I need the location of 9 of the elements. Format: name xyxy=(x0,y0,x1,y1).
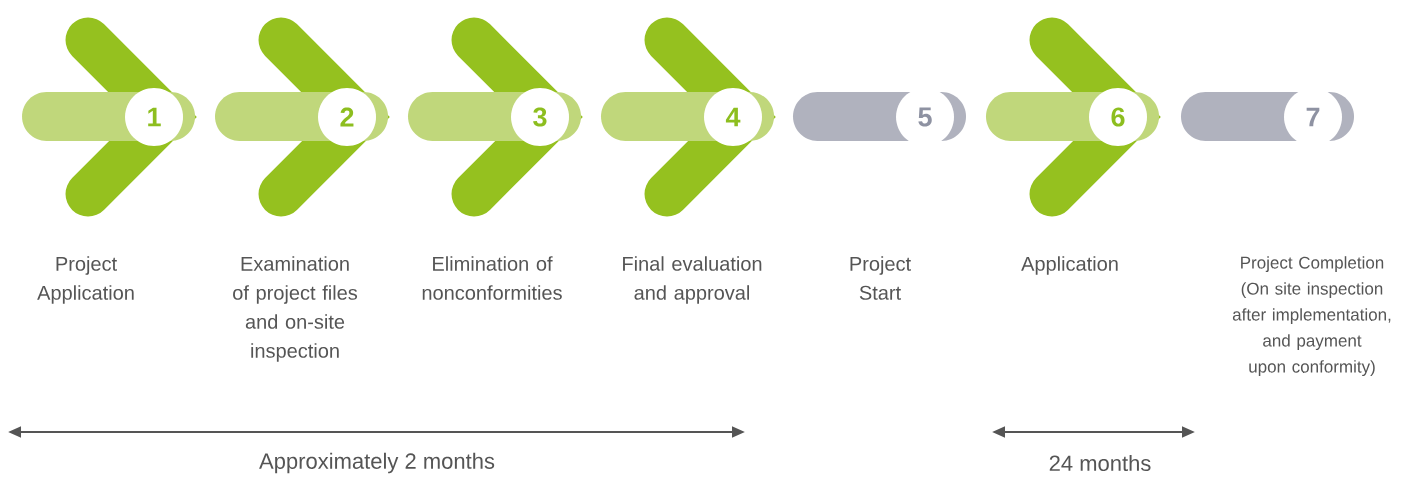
step-description: Elimination of nonconformities xyxy=(422,256,562,300)
step-description: Final evaluation and approval xyxy=(623,256,762,304)
step-description: Examination of project files and on-site inspection xyxy=(233,256,358,362)
duration-label: Approximately 2 months xyxy=(259,452,495,474)
duration-label: 24 months xyxy=(1049,454,1151,472)
step-description: Application xyxy=(1021,256,1118,275)
step-description: Project Completion (On site inspection after implementation, and payment upon conformity) xyxy=(1232,256,1391,377)
step-description: Project Application xyxy=(37,256,134,304)
step-description: Project Start xyxy=(850,256,911,300)
